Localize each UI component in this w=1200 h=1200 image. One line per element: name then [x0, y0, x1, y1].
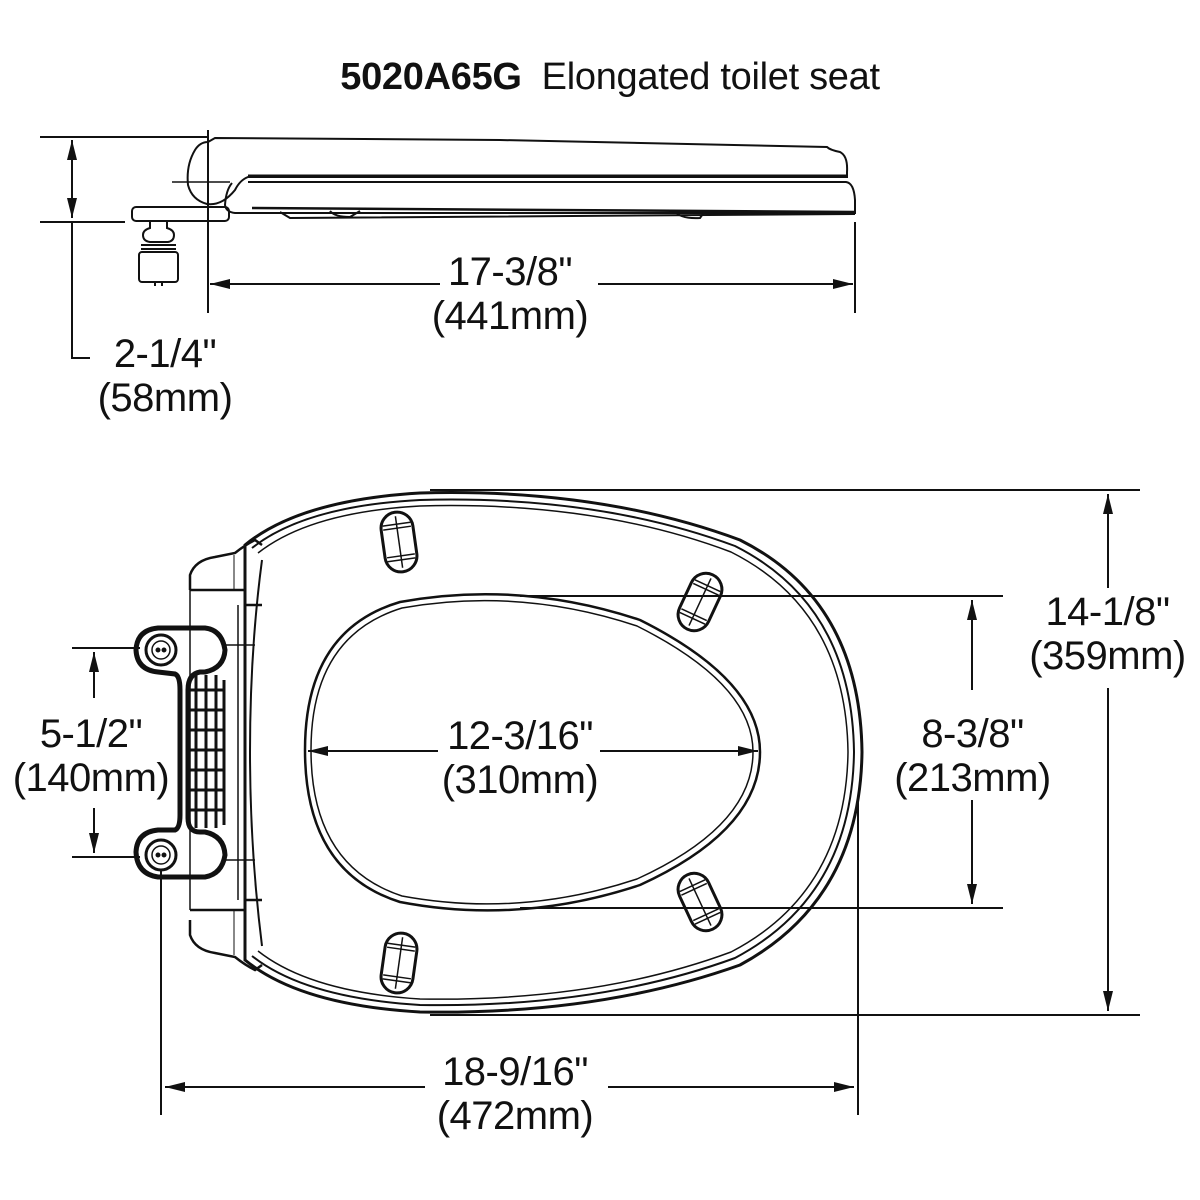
hinge-assembly: [133, 625, 228, 880]
top-view-dimension-lines: [72, 489, 1140, 1115]
hinge-spacing-mm: (140mm): [12, 756, 170, 800]
top-view-seat: [188, 491, 864, 1014]
opening-width-label: 8-3/8" (213mm): [880, 712, 1065, 800]
opening-length-inches: 12-3/16": [447, 714, 593, 758]
hinge-spacing-label: 5-1/2" (140mm): [0, 712, 182, 800]
model-number: 5020A65G: [340, 56, 522, 98]
product-name: Elongated toilet seat: [541, 56, 880, 98]
overall-width-label: 14-1/8" (359mm): [1015, 590, 1200, 678]
side-height-mm: (58mm): [97, 376, 233, 420]
side-height-label: 2-1/4" (58mm): [70, 332, 260, 420]
opening-length-label: 12-3/16" (310mm): [420, 714, 620, 802]
opening-width-inches: 8-3/8": [921, 712, 1024, 756]
overall-width-mm: (359mm): [1029, 634, 1186, 678]
overall-length-mm: (472mm): [436, 1094, 594, 1138]
side-length-label: 17-3/8" (441mm): [400, 250, 620, 338]
side-height-inches: 2-1/4": [113, 332, 217, 376]
overall-width-inches: 14-1/8": [1045, 590, 1170, 634]
hinge-spacing-inches: 5-1/2": [39, 712, 143, 756]
side-length-inches: 17-3/8": [447, 250, 573, 294]
seat-bumpers: [379, 510, 724, 995]
opening-width-mm: (213mm): [894, 756, 1051, 800]
side-view-dimension-lines: [40, 130, 856, 359]
opening-length-mm: (310mm): [441, 758, 599, 802]
overall-length-label: 18-9/16" (472mm): [415, 1050, 615, 1138]
side-view-seat: [131, 136, 856, 286]
diagram-title: 5020A65G Elongated toilet seat: [0, 52, 1200, 102]
side-length-mm: (441mm): [431, 294, 589, 338]
overall-length-inches: 18-9/16": [442, 1050, 588, 1094]
